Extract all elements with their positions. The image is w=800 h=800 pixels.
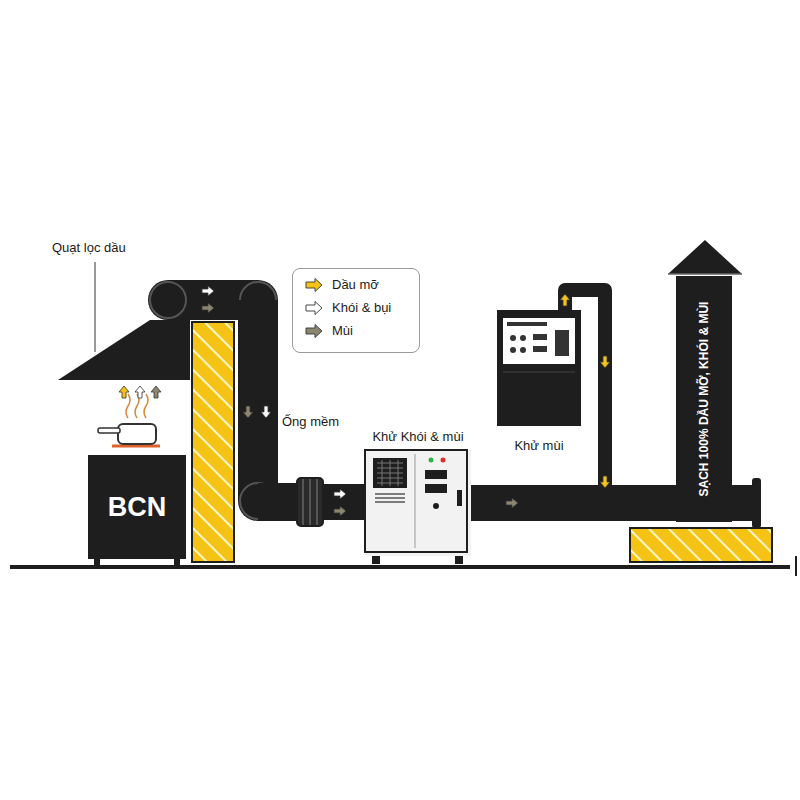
- illustration-part: [503, 372, 575, 373]
- unit-heading: Khử mùi: [514, 438, 563, 453]
- part-label: Quạt lọc dầu: [52, 240, 126, 255]
- illustration-part: [429, 458, 434, 463]
- illustration-part: [118, 424, 156, 444]
- illustration-part: [520, 335, 526, 341]
- flow-arrow: [202, 286, 214, 296]
- legend-text: Dầu mỡ: [332, 277, 379, 292]
- illustration-part: [510, 335, 516, 341]
- illustration-part: [316, 479, 318, 525]
- legend-arrow: [306, 278, 322, 291]
- leader-line: [95, 262, 96, 352]
- node-label: BCN: [108, 492, 167, 523]
- flow-arrow: [135, 386, 145, 398]
- legend-swatch: [303, 278, 325, 292]
- illustration-part: [503, 318, 575, 364]
- unit-detail: [363, 448, 469, 554]
- illustration-part: [258, 483, 298, 521]
- unit-heading: Khử Khói & mùi: [372, 429, 463, 444]
- unit-foot: [372, 555, 380, 564]
- duct-end: [730, 485, 754, 521]
- illustration-part: [375, 494, 405, 502]
- illustration-part: [533, 346, 547, 352]
- legend-row: Dầu mỡ: [303, 277, 411, 292]
- legend-box: Dầu mỡ Khói & bụiMùi: [292, 268, 420, 353]
- support-pillar: [192, 322, 234, 562]
- illustration-part: [297, 478, 323, 526]
- illustration-part: [377, 460, 403, 486]
- purifier-unit: Khử Khói & mùi: [365, 450, 471, 556]
- flow-arrow: [119, 386, 129, 398]
- flow-arrow: [151, 386, 161, 398]
- legend-row: Mùi: [303, 323, 411, 338]
- flow-arrow: [334, 489, 346, 499]
- illustration-part: [433, 503, 439, 509]
- illustration-part: [533, 334, 547, 340]
- duct-flange: [752, 478, 761, 528]
- legend-swatch: [303, 301, 325, 315]
- illustration-part: [457, 490, 462, 506]
- legend-arrow: [306, 301, 322, 314]
- stove-leg: [94, 558, 100, 566]
- duct-connector: [565, 290, 676, 503]
- flow-arrow: [243, 406, 253, 418]
- illustration-part: [365, 450, 467, 552]
- chimney-cap: [668, 240, 742, 274]
- legend-arrow: [306, 324, 322, 337]
- pipe-label: Ống mềm: [282, 414, 339, 429]
- legend-text: Mùi: [332, 323, 353, 338]
- illustration-part: [415, 454, 416, 548]
- illustration-part: [150, 282, 186, 318]
- illustration-part: [425, 484, 447, 493]
- chimney-stack: SẠCH 100% DẦU MỠ, KHÓI & MÙI: [676, 276, 732, 522]
- legend-text: Khói & bụi: [332, 300, 391, 315]
- illustration-part: [98, 428, 120, 433]
- illustration-part: [441, 458, 446, 463]
- stove-box: BCN: [88, 455, 186, 559]
- flow-arrow: [560, 294, 570, 306]
- flow-arrow: [600, 476, 610, 488]
- exhaust-hood: [58, 320, 190, 380]
- odor-unit-detail: [497, 310, 581, 426]
- illustration-part: [425, 470, 447, 479]
- illustration-part: [507, 322, 547, 326]
- illustration-part: [309, 479, 311, 525]
- flow-arrow: [334, 506, 346, 516]
- ground-line: [10, 565, 790, 569]
- flow-arrow: [506, 498, 518, 508]
- ground-tick: [795, 556, 797, 576]
- chimney-base: [630, 528, 772, 562]
- odor-unit: Khử mùi: [497, 310, 581, 426]
- illustration-part: [510, 347, 516, 353]
- flow-arrow: [202, 303, 214, 313]
- illustration-part: [238, 300, 278, 500]
- illustration-part: [373, 458, 407, 488]
- unit-foot: [455, 555, 463, 564]
- pot: [98, 394, 160, 446]
- illustration-part: [126, 394, 148, 418]
- vertical-label: SẠCH 100% DẦU MỠ, KHÓI & MÙI: [697, 302, 711, 497]
- legend-row: Khói & bụi: [303, 300, 411, 315]
- illustration-part: [302, 479, 304, 525]
- illustration-part: [322, 484, 367, 520]
- stove-leg: [174, 558, 180, 566]
- illustration-part: [555, 330, 569, 356]
- chimney-cap: [668, 273, 742, 275]
- flow-arrow: [261, 406, 271, 418]
- illustration-part: [520, 347, 526, 353]
- flow-arrow: [600, 356, 610, 368]
- legend-swatch: [303, 324, 325, 338]
